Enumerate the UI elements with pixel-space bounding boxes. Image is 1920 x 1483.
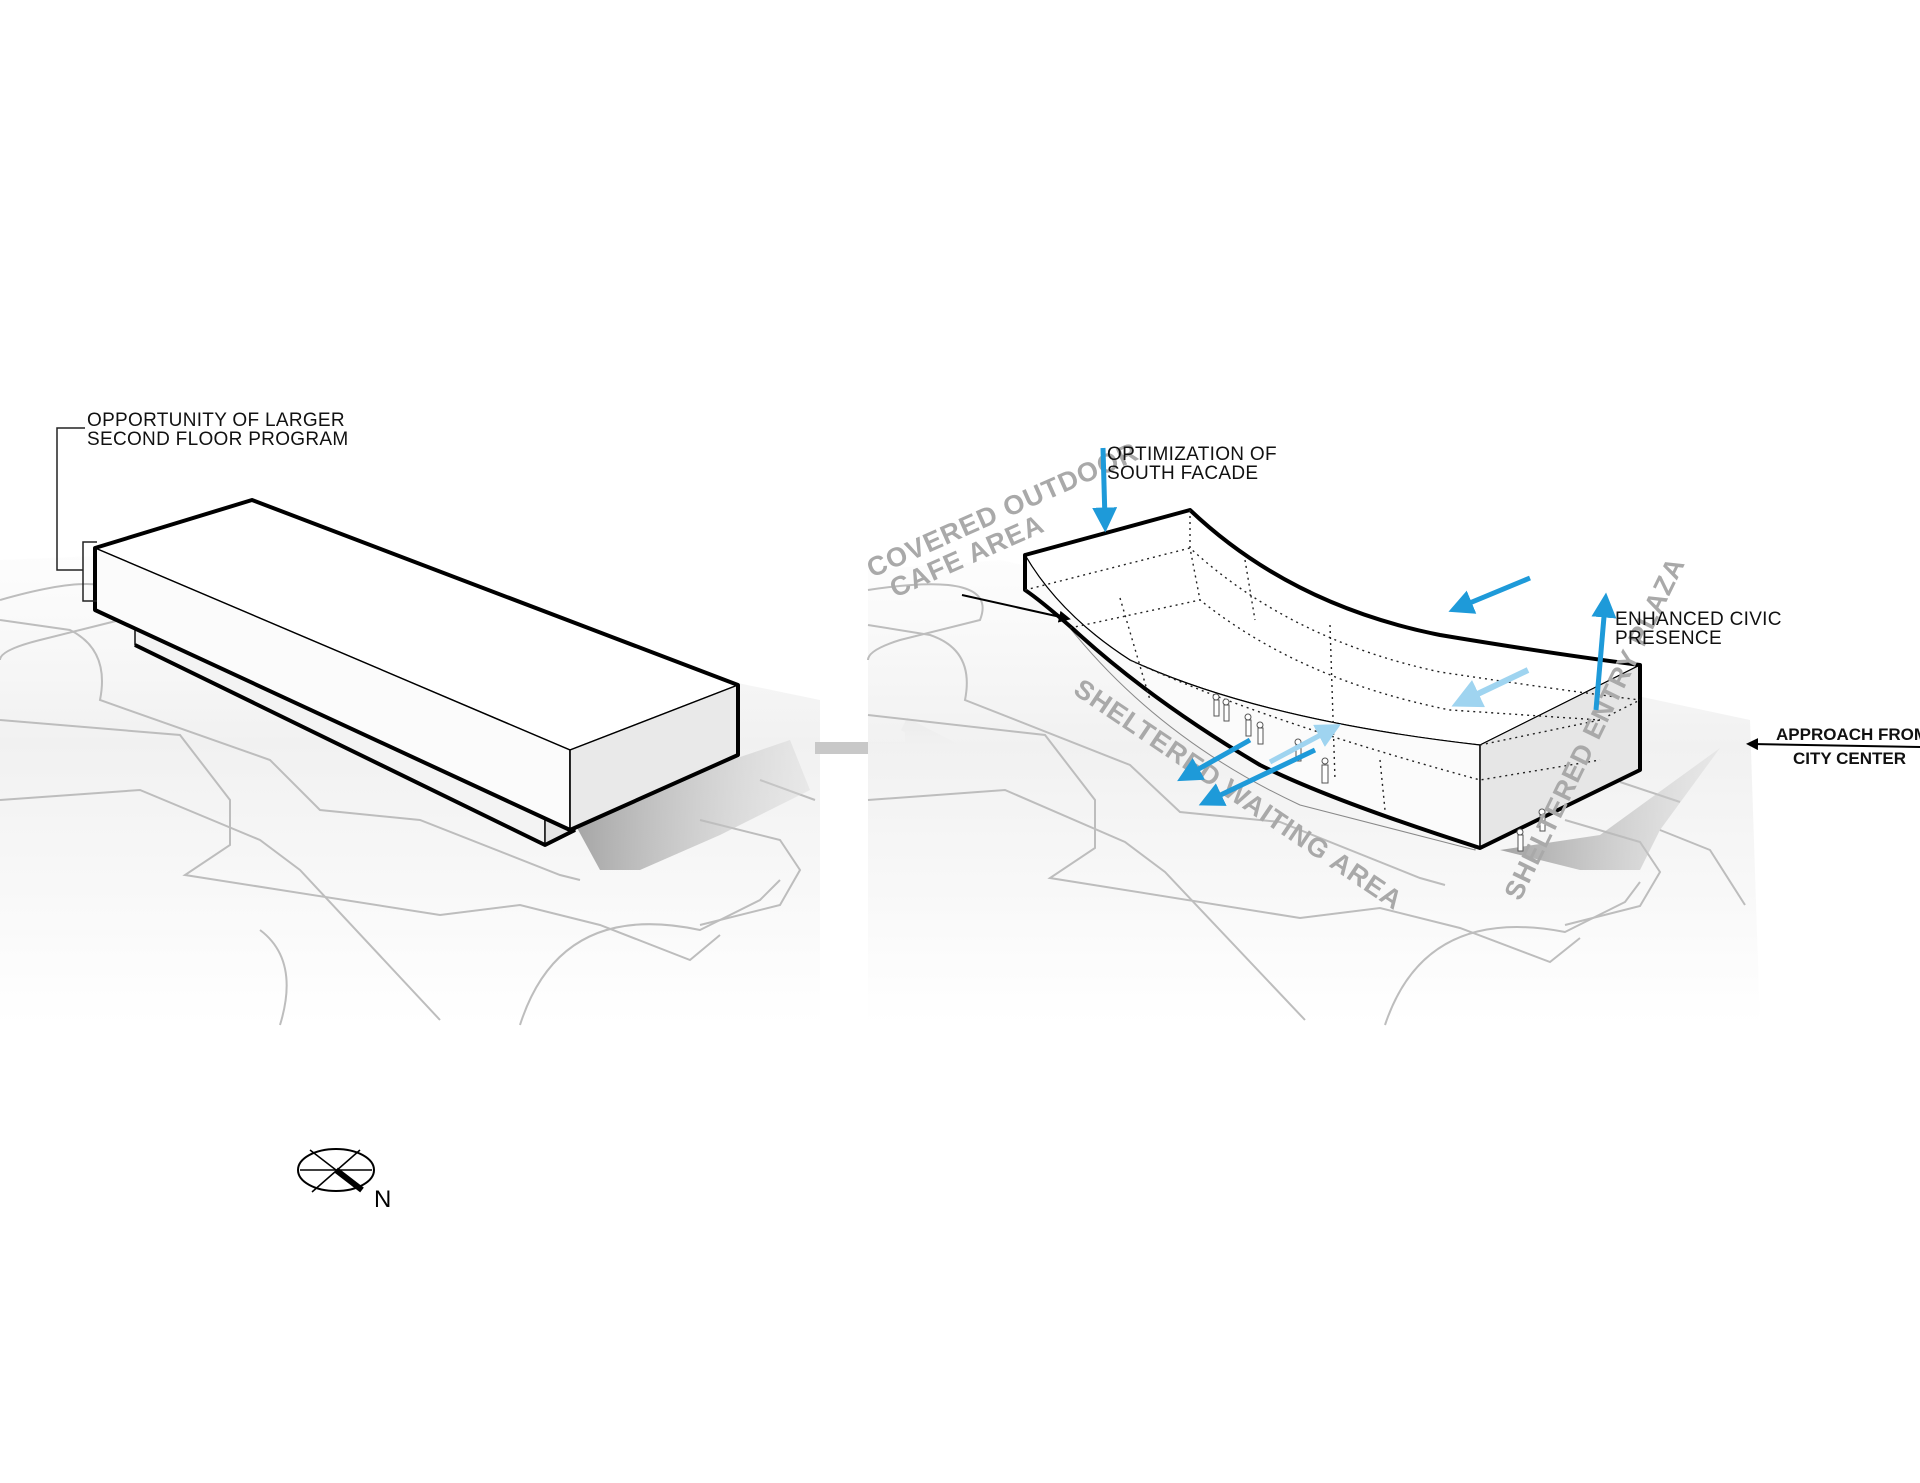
left-building-outline [93,498,740,832]
performance-arrows [1092,447,1617,806]
right-scheme [867,508,1760,1026]
waiting-flow-arrow-1-icon [1177,737,1252,782]
left-callout-line1: OPPORTUNITY OF LARGER [87,410,345,431]
light-arrow-icon [1451,667,1530,708]
left-callout: OPPORTUNITY OF LARGER SECOND FLOOR PROGR… [56,410,348,602]
civic-presence-line2: PRESENCE [1615,628,1722,649]
people-figures-icon [1212,693,1546,852]
approach-arrow-icon [1746,738,1920,751]
civic-presence-arrow-icon [1591,592,1617,711]
approach-line1: APPROACH FROM [1776,725,1920,744]
waiting-flow-arrow-3-icon [1268,724,1342,765]
right-building-outline [1023,508,1642,850]
cafe-leader-line [961,594,1071,623]
left-scheme [0,498,820,1026]
right-building-shadow [1500,748,1720,870]
left-building-shadow [570,740,810,870]
civic-presence-line1: ENHANCED CIVIC [1615,609,1782,630]
north-arrow-icon: N [297,1148,391,1213]
compass-label: N [374,1186,391,1213]
south-facade-arrow-icon [1092,447,1118,533]
wind-arrow-icon [1448,575,1531,614]
left-callout-line2: SECOND FLOOR PROGRAM [87,429,348,450]
right-interior-frame [1024,510,1641,811]
south-facade-line1: OPTIMIZATION OF [1107,444,1277,465]
callout-bracket [82,541,97,602]
approach-line2: CITY CENTER [1793,749,1906,768]
south-facade-line2: SOUTH FACADE [1107,463,1258,484]
callout-leader-line [56,427,85,571]
waiting-flow-arrow-2-icon [1198,747,1317,806]
